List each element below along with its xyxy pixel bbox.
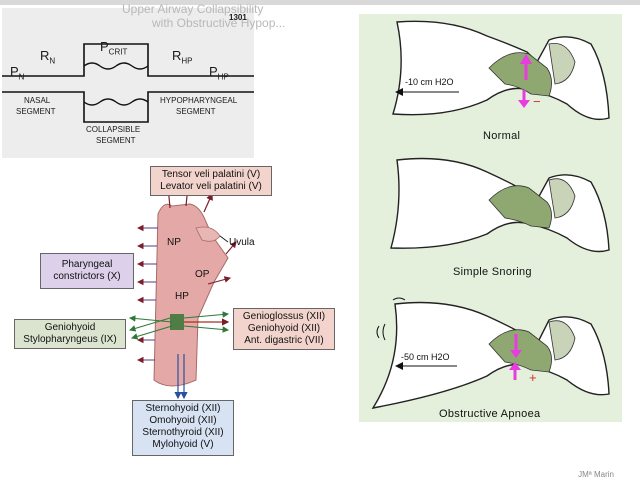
label-pn: PN <box>10 64 24 82</box>
top-bar <box>0 0 640 5</box>
genioglossus-line-2: Geniohyoid (XII) <box>247 323 321 334</box>
label-rhp: RHP <box>172 48 193 66</box>
geniohyoid-stylopharyngeus-box: Geniohyoid Stylopharyngeus (IX) <box>14 319 126 349</box>
label-pcrit-sub: CRIT <box>108 47 128 57</box>
label-rn-sub: N <box>49 56 56 66</box>
label-np: NP <box>167 237 181 248</box>
tensor-line-1: Tensor veli palatini (V) <box>161 169 261 180</box>
caption-obstructive-apnoea: Obstructive Apnoea <box>439 408 541 420</box>
label-hp: HP <box>175 291 189 302</box>
sterno-line-3: Sternothyroid (XII) <box>142 427 224 438</box>
genioglossus-box: Genioglossus (XII) Geniohyoid (XII) Ant.… <box>233 308 335 350</box>
label-hypopharyngeal: HYPOPHARYNGEAL <box>160 96 238 105</box>
pharyngeal-line-1: Pharyngeal <box>61 259 113 270</box>
label-php: PHP <box>209 64 229 82</box>
label-nasal-segment: SEGMENT <box>16 107 56 116</box>
label-op: OP <box>195 269 210 280</box>
tensor-line-2: Levator veli palatini (V) <box>160 181 262 192</box>
starling-resistor-drawing <box>2 43 254 123</box>
plus-sign: + <box>529 370 537 385</box>
label-rn-main: R <box>40 48 50 63</box>
minus-sign: − <box>533 94 541 109</box>
pharyngeal-constrictors-box: Pharyngeal constrictors (X) <box>40 253 134 289</box>
label-rn: RN <box>40 48 55 66</box>
airway-normal-drawing <box>392 20 610 121</box>
pharyngeal-line-2: constrictors (X) <box>53 271 121 282</box>
label-pcrit-main: P <box>100 39 109 54</box>
airway-collapse-panel: -10 cm H2O − Normal Simple Snoring -50 c… <box>359 14 622 422</box>
label-php-main: P <box>209 64 218 79</box>
label-hypopharyngeal-segment: SEGMENT <box>176 107 216 116</box>
background-text-2: with Obstructive Hypop... <box>152 16 286 30</box>
label-collapsible-segment: SEGMENT <box>96 136 136 145</box>
author-credit: JMª Marin <box>578 470 614 479</box>
airway-apnoea-drawing <box>371 297 610 409</box>
geniohyoid-left-line-1: Geniohyoid <box>44 322 96 333</box>
genioglossus-line-1: Genioglossus (XII) <box>242 311 326 322</box>
label-collapsible: COLLAPSIBLE <box>86 125 141 134</box>
caption-normal: Normal <box>483 130 521 142</box>
label-pn-sub: N <box>18 72 25 82</box>
label-uvula: Uvula <box>229 237 255 248</box>
caption-simple-snoring: Simple Snoring <box>453 266 532 278</box>
background-text-1: Upper Airway Collapsibility <box>122 2 264 16</box>
sternohyoid-box: Sternohyoid (XII) Omohyoid (XII) Sternot… <box>132 400 234 456</box>
label-php-sub: HP <box>217 72 229 82</box>
sterno-line-1: Sternohyoid (XII) <box>145 403 221 414</box>
label-rhp-sub: HP <box>181 56 193 66</box>
airway-snoring-drawing <box>390 157 610 253</box>
airway-drawing <box>371 20 610 409</box>
pressure-normal-label: -10 cm H2O <box>405 77 454 87</box>
label-nasal: NASAL <box>24 96 51 105</box>
sterno-line-2: Omohyoid (XII) <box>149 415 217 426</box>
page-number: 1301 <box>229 13 247 22</box>
geniohyoid-left-line-2: Stylopharyngeus (IX) <box>23 334 117 345</box>
starling-resistor-panel: Upper Airway Collapsibility with Obstruc… <box>2 2 285 158</box>
tensor-levator-box: Tensor veli palatini (V) Levator veli pa… <box>150 166 272 196</box>
label-rhp-main: R <box>172 48 182 63</box>
label-pn-main: P <box>10 64 19 79</box>
pressure-apnoea-label: -50 cm H2O <box>401 352 450 362</box>
genioglossus-line-3: Ant. digastric (VII) <box>244 335 324 346</box>
label-pcrit: PCRIT <box>100 39 127 57</box>
sterno-line-4: Mylohyoid (V) <box>152 439 214 450</box>
